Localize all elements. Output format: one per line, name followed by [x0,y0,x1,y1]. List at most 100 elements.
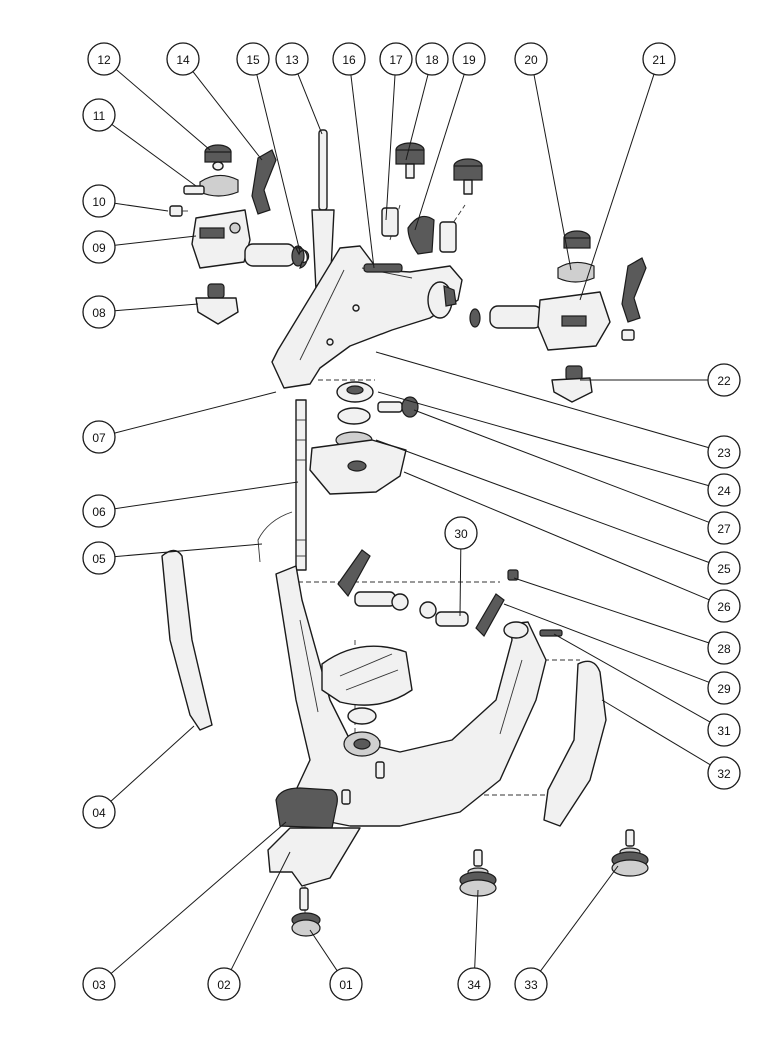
leader-line-12 [115,69,211,151]
callout-08: 08 [82,295,116,329]
callout-circle [166,42,200,76]
clamp-lever-left [251,149,277,215]
thumb-screw-top-left [395,142,425,179]
spring-clip [407,215,435,255]
callout-circle [82,184,116,218]
side-arm-left [161,549,213,731]
callout-circle [82,541,116,575]
callout-circle [707,631,741,665]
leader-line-19 [414,74,465,231]
callout-circle [707,756,741,790]
set-screw-left [169,205,188,217]
condyle-knob-left [204,144,232,171]
mounting-plate-upper [309,381,419,495]
callout-16: 16 [332,42,366,76]
callout-27: 27 [707,511,741,545]
thumb-screw-top-right [453,158,483,195]
callout-label: 22 [717,374,731,388]
callout-32: 32 [707,756,741,790]
callout-circle [514,967,548,1001]
callout-04: 04 [82,795,116,829]
callout-label: 24 [717,484,731,498]
leader-line-29 [503,603,710,683]
callout-label: 18 [425,53,439,67]
leader-line-02 [230,851,291,970]
callout-circle [707,363,741,397]
leader-line-23 [375,351,709,449]
threaded-rod [295,399,307,571]
callout-circle [642,42,676,76]
callout-label: 33 [524,978,538,992]
incisal-table [275,787,338,829]
leader-line-21 [579,74,655,301]
foot-33 [611,829,649,877]
leader-line-16 [350,74,375,269]
guide-sleeve-left [381,207,399,237]
callout-24: 24 [707,473,741,507]
leader-line-01 [309,929,338,971]
callout-circle [707,551,741,585]
callout-label: 25 [717,562,731,576]
leader-line-11 [111,124,197,187]
callout-25: 25 [707,551,741,585]
leader-lines [110,69,711,974]
callout-label: 07 [92,431,106,445]
leader-line-18 [405,74,429,161]
side-arm-right [543,660,607,827]
callout-circle [82,230,116,264]
callout-label: 23 [717,446,731,460]
callout-label: 29 [717,682,731,696]
callout-circle [707,589,741,623]
upper-frame [271,245,463,389]
guide-sleeve-right [439,221,457,253]
callout-circle [707,511,741,545]
leader-line-05 [114,543,263,558]
leader-line-25 [375,439,710,563]
callout-17: 17 [379,42,413,76]
leader-line-04 [110,725,195,802]
callout-label: 14 [176,53,190,67]
callout-label: 01 [339,978,353,992]
callout-label: 03 [92,978,106,992]
leader-line-31 [553,633,711,723]
callout-07: 07 [82,420,116,454]
callout-label: 30 [454,527,468,541]
callout-circle [707,713,741,747]
condyle-ball-left [195,283,239,325]
leader-line-09 [114,235,197,246]
callout-circle [707,671,741,705]
callout-label: 32 [717,767,731,781]
callout-label: 17 [389,53,403,67]
callout-label: 19 [462,53,476,67]
callout-12: 12 [87,42,121,76]
callout-15: 15 [236,42,270,76]
callout-label: 20 [524,53,538,67]
leader-line-28 [513,577,709,644]
leader-line-13 [297,73,323,135]
callout-03: 03 [82,967,116,1001]
callout-circle [332,42,366,76]
spring-wire [257,511,293,563]
condyle-ball-right [551,365,593,403]
callout-label: 31 [717,724,731,738]
callout-circle [82,795,116,829]
leader-line-30 [459,548,462,617]
callout-label: 26 [717,600,731,614]
callout-circle [82,420,116,454]
callout-10: 10 [82,184,116,218]
condylar-housing-left [191,209,305,269]
leader-line-34 [474,889,479,969]
callout-19: 19 [452,42,486,76]
condylar-housing-right [469,291,635,351]
callout-label: 13 [285,53,299,67]
leader-line-03 [110,821,287,974]
callout-circle [82,494,116,528]
foot-01 [291,887,321,937]
callout-label: 28 [717,642,731,656]
callout-18: 18 [415,42,449,76]
callout-05: 05 [82,541,116,575]
callout-13: 13 [275,42,309,76]
callout-circle [82,98,116,132]
articulator-parts [161,129,649,937]
